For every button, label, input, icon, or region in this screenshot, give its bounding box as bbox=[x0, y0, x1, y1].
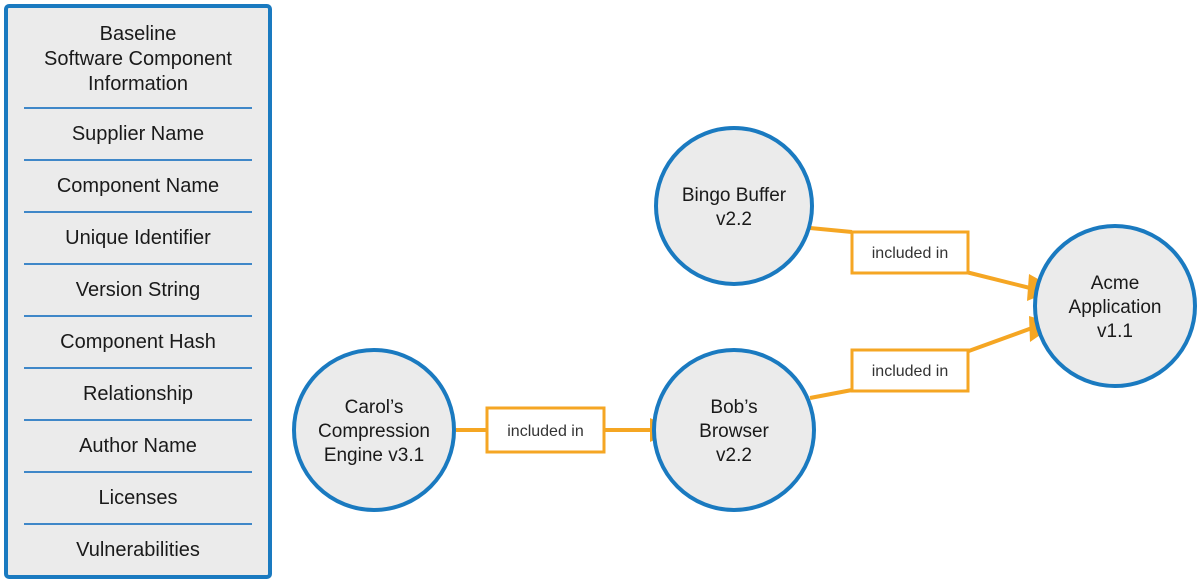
node-acme-application-label-line2: Application bbox=[1069, 297, 1162, 318]
node-bingo-buffer-label-line1: Bingo Buffer bbox=[682, 185, 787, 206]
panel-row-component-hash: Component Hash bbox=[60, 330, 216, 353]
panel-row-supplier-name: Supplier Name bbox=[71, 122, 205, 145]
edge-bob-to-acme: included in bbox=[809, 316, 1056, 400]
panel-divider bbox=[24, 419, 252, 421]
node-carol-compression-engine[interactable]: Carol’s Compression Engine v3.1 bbox=[292, 348, 456, 512]
node-bingo-buffer[interactable]: Bingo Buffer v2.2 bbox=[654, 126, 814, 286]
dependency-graph: included in included in included in Bing… bbox=[292, 126, 1197, 512]
edge-carol-to-bob-label-box bbox=[485, 406, 606, 454]
panel-row-relationship: Relationship bbox=[82, 382, 194, 405]
panel-divider bbox=[24, 211, 252, 213]
edge-bob-to-acme-label-box bbox=[850, 348, 970, 393]
panel-divider bbox=[24, 263, 252, 265]
edge-bingo-to-acme: included in bbox=[809, 226, 1056, 301]
node-bob-browser-label-line3: v2.2 bbox=[716, 445, 752, 466]
edge-bob-to-acme-line bbox=[965, 326, 1033, 354]
edge-bob-to-acme-line bbox=[809, 388, 853, 400]
panel-row-licenses: Licenses bbox=[98, 486, 178, 509]
panel-row-vulnerabilities: Vulnerabilities bbox=[76, 538, 200, 561]
node-bob-browser-circle[interactable] bbox=[652, 348, 816, 512]
node-carol-label-line2: Compression bbox=[318, 421, 430, 442]
node-bingo-buffer-label-line2: v2.2 bbox=[716, 209, 752, 230]
panel-divider bbox=[24, 471, 252, 473]
node-acme-application[interactable]: Acme Application v1.1 bbox=[1033, 224, 1197, 388]
node-bob-browser[interactable]: Bob’s Browser v2.2 bbox=[652, 348, 816, 512]
panel-row-component-name: Component Name bbox=[56, 174, 220, 197]
baseline-info-panel: Baseline Software Component Information … bbox=[4, 4, 272, 579]
node-acme-application-label-line1: Acme bbox=[1091, 273, 1140, 294]
edge-bingo-to-acme-line bbox=[809, 226, 853, 234]
edge-bingo-to-acme-label: included in bbox=[872, 245, 949, 262]
panel-divider bbox=[24, 523, 252, 525]
node-carol-label-line1: Carol’s bbox=[345, 397, 404, 418]
node-acme-application-circle[interactable] bbox=[1033, 224, 1197, 388]
node-acme-application-label-line3: v1.1 bbox=[1097, 321, 1133, 342]
panel-title: Baseline Software Component Information bbox=[44, 23, 232, 95]
node-carol-compression-engine-circle[interactable] bbox=[292, 348, 456, 512]
node-carol-label-line3: Engine v3.1 bbox=[324, 445, 424, 466]
panel-divider bbox=[24, 315, 252, 317]
edge-bingo-to-acme-line bbox=[965, 270, 1031, 290]
edge-bob-to-acme-label: included in bbox=[872, 363, 949, 380]
panel-divider bbox=[24, 107, 252, 109]
panel-row-author-name: Author Name bbox=[79, 434, 197, 457]
panel-divider bbox=[24, 159, 252, 161]
node-bingo-buffer-circle[interactable] bbox=[654, 126, 814, 286]
node-bob-browser-label-line2: Browser bbox=[699, 421, 769, 442]
edge-carol-to-bob-label: included in bbox=[507, 423, 584, 440]
panel-row-version-string: Version String bbox=[75, 278, 201, 301]
node-bob-browser-label-line1: Bob’s bbox=[710, 397, 757, 418]
panel-divider bbox=[24, 367, 252, 369]
edge-carol-to-bob: included in bbox=[456, 406, 676, 454]
edge-bingo-to-acme-label-box bbox=[850, 230, 970, 275]
panel-row-unique-identifier: Unique Identifier bbox=[65, 226, 211, 249]
